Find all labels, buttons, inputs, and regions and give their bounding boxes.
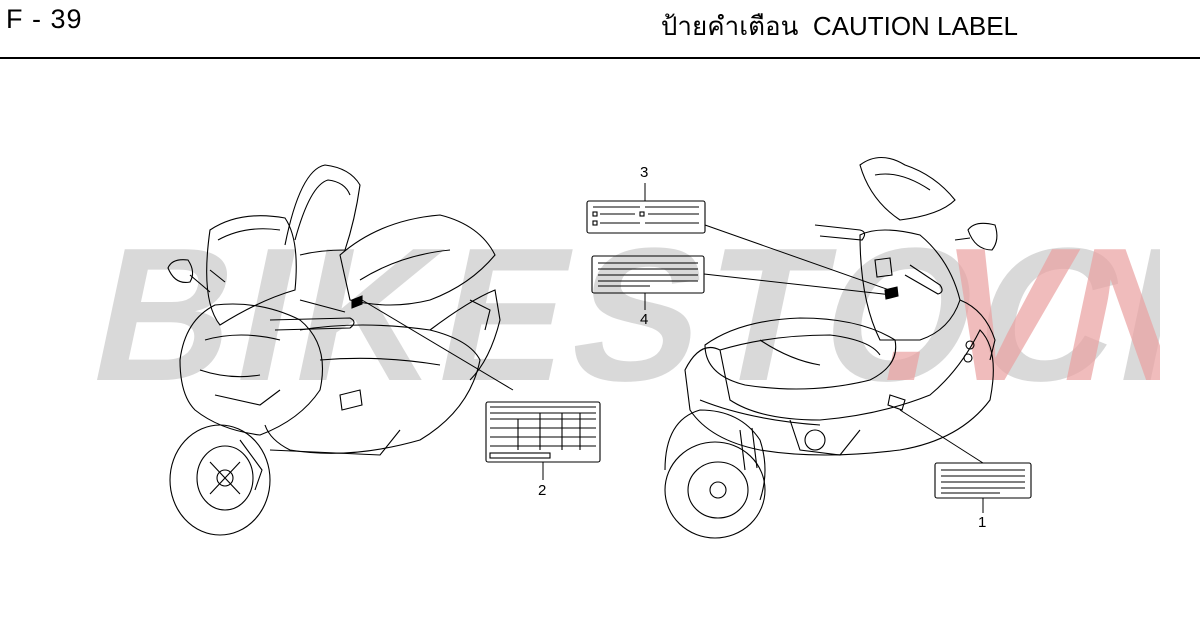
caution-label-4	[591, 255, 705, 294]
leader-lines	[361, 183, 984, 513]
parts-diagram: 1 2 3 4	[167, 156, 1032, 539]
scooter-right-illustration	[664, 156, 998, 539]
page-header: F - 39 ป้ายคำเตือน CAUTION LABEL	[0, 0, 1200, 60]
callout-number-4: 4	[640, 311, 648, 328]
caution-label-1	[934, 462, 1032, 499]
caution-label-2	[485, 401, 601, 463]
page-title: ป้ายคำเตือน CAUTION LABEL	[660, 11, 1018, 41]
header-divider	[0, 57, 1200, 59]
callout-number-1: 1	[978, 514, 986, 531]
scooter-left-illustration	[167, 164, 501, 536]
caution-label-3	[586, 200, 706, 234]
page-code: F - 39	[6, 4, 83, 34]
callout-number-3: 3	[640, 164, 648, 181]
callout-number-2: 2	[538, 482, 546, 499]
